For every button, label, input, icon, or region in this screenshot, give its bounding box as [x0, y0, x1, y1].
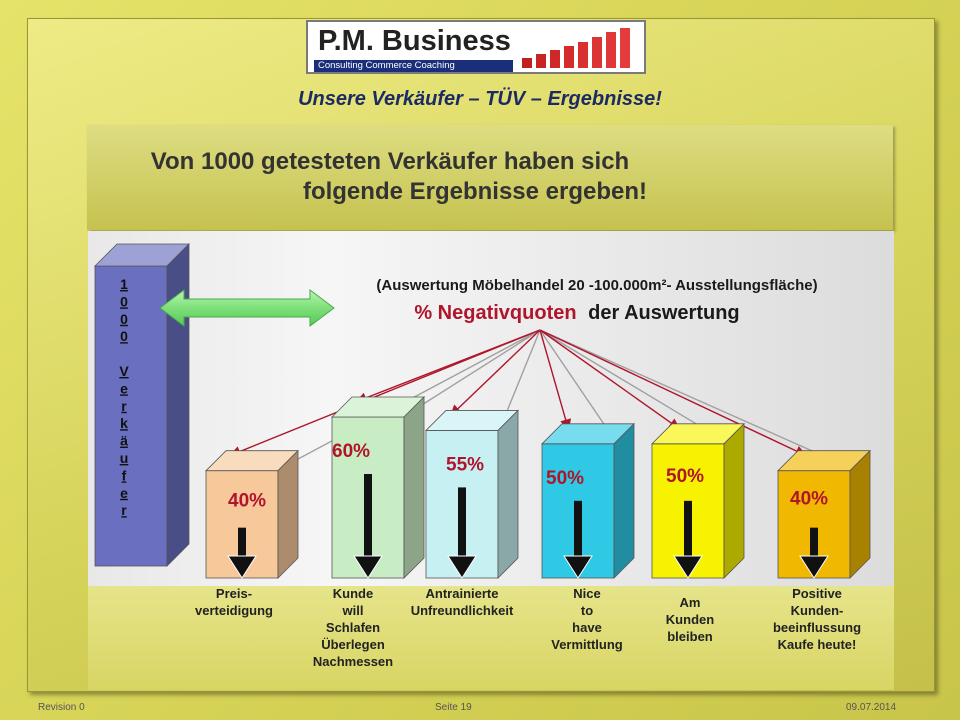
footer-revision: Revision 0	[38, 702, 85, 713]
reference-bar-letter: V	[119, 363, 129, 379]
bar-1: 40%	[205, 449, 299, 579]
pointer-arrow-red	[229, 329, 541, 457]
bar-2: 60%	[331, 396, 425, 579]
down-arrow-head	[563, 555, 593, 579]
pointer-arrow-gray	[539, 329, 618, 445]
footer-date: 09.07.2014	[846, 702, 897, 713]
down-arrow-shaft	[684, 500, 692, 557]
down-arrow-head	[227, 555, 257, 579]
reference-bar-letter: e	[120, 485, 128, 501]
reference-bar-letter: e	[120, 380, 128, 396]
bar-4: 50%	[541, 422, 635, 579]
reference-bar	[94, 243, 190, 567]
bar-value-label: 55%	[446, 454, 484, 475]
bar-series: 40% 60% 55% 50% 50% 40%	[205, 396, 871, 579]
bottom-band	[88, 586, 894, 690]
reference-bar-letter: 1	[120, 276, 128, 292]
bar-3: 55%	[425, 409, 519, 579]
reference-bar-letter: k	[120, 415, 128, 431]
footer-page: Seite 19	[435, 702, 472, 713]
down-arrow-head	[353, 555, 383, 579]
logo-title: P.M. Business	[318, 25, 511, 57]
down-arrow-shaft	[810, 527, 818, 557]
reference-bar-letter: r	[121, 502, 127, 518]
chart-title-line-2: % Negativquoten der Auswertung	[414, 302, 739, 324]
headline-line-2: folgende Ergebnisse ergeben!	[302, 178, 648, 205]
bar-value-label: 50%	[546, 468, 584, 489]
down-arrow-shaft	[238, 527, 246, 557]
down-arrow-shaft	[458, 487, 466, 557]
bar-value-label: 40%	[228, 491, 266, 512]
reference-bar-letter: 0	[120, 311, 128, 327]
logo-bar-graphic	[522, 28, 630, 68]
reference-bar-letter: u	[120, 450, 129, 466]
reference-bar-letter: 0	[120, 328, 128, 344]
down-arrow-head	[447, 555, 477, 579]
down-arrow-head	[799, 555, 829, 579]
bar-value-label: 50%	[666, 466, 704, 487]
company-logo: P.M. Business Consulting Commerce Coachi…	[306, 20, 646, 74]
pointer-arrow-gray	[539, 329, 729, 444]
bar-6: 40%	[777, 449, 871, 579]
pointer-arrow-gray	[403, 329, 541, 417]
bar-5: 50%	[651, 422, 745, 579]
chart-title-rest: der Auswertung	[588, 302, 740, 324]
down-arrow-shaft	[364, 474, 372, 557]
pointer-arrow-red	[449, 329, 541, 417]
bar-value-label: 60%	[332, 441, 370, 462]
chart-title-accent: % Negativquoten	[414, 302, 576, 324]
category-label: Preis-verteidigung	[195, 586, 273, 618]
bar-value-label: 40%	[790, 489, 828, 510]
reference-bar-letter: 0	[120, 293, 128, 309]
logo-subtitle: Consulting Commerce Coaching	[314, 60, 513, 72]
headline-line-1: Von 1000 getesteten Verkäufer haben sich	[150, 148, 630, 175]
pointer-arrow-red	[539, 329, 681, 430]
double-headed-green-arrow	[159, 289, 335, 327]
pointer-arrow-gray	[539, 329, 855, 471]
reference-bar-letter: r	[121, 398, 127, 414]
down-arrow-head	[673, 555, 703, 579]
chart-title-line-1: (Auswertung Möbelhandel 20 -100.000m²- A…	[376, 277, 817, 294]
pointer-arrow-red	[355, 329, 541, 404]
reference-bar-letter: ä	[120, 433, 128, 449]
headline-panel	[87, 125, 893, 230]
pointer-arrow-red	[539, 329, 807, 457]
slide-title: Unsere Verkäufer – TÜV – Ergebnisse!	[298, 88, 662, 110]
reference-bar-letter: f	[122, 467, 127, 483]
down-arrow-shaft	[574, 500, 582, 557]
pointer-arrow-red	[539, 329, 572, 431]
